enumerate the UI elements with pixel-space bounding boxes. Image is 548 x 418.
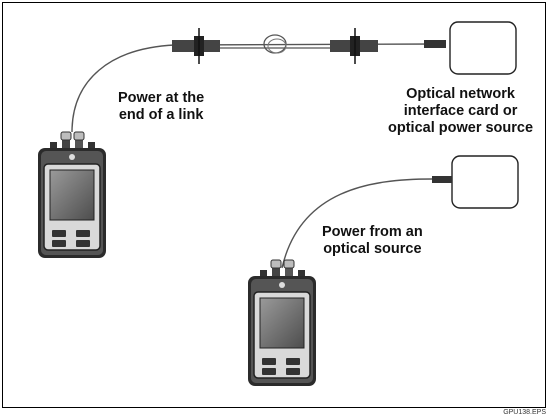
optical-nic-box: [449, 21, 517, 75]
figure-frame: [2, 2, 546, 408]
fiber-cable-upper-meter: [71, 44, 176, 133]
figure-id: GPU138.EPS: [503, 409, 546, 416]
optical-source-box: [451, 155, 519, 209]
label-power-end-link: Power at the end of a link: [118, 90, 205, 123]
fiber-connector-nic: [424, 40, 446, 48]
label-optical-nic: Optical network interface card or optica…: [388, 86, 534, 136]
label-power-optical-source: Power from an optical source: [322, 224, 423, 257]
power-meter-upper: [37, 131, 107, 259]
fiber-cable-lower-meter: [281, 178, 433, 269]
power-meter-lower: [247, 259, 317, 387]
fiber-coupler-right: [330, 28, 378, 64]
fiber-connector-source: [432, 176, 452, 183]
fiber-coupler-left: [172, 28, 220, 64]
